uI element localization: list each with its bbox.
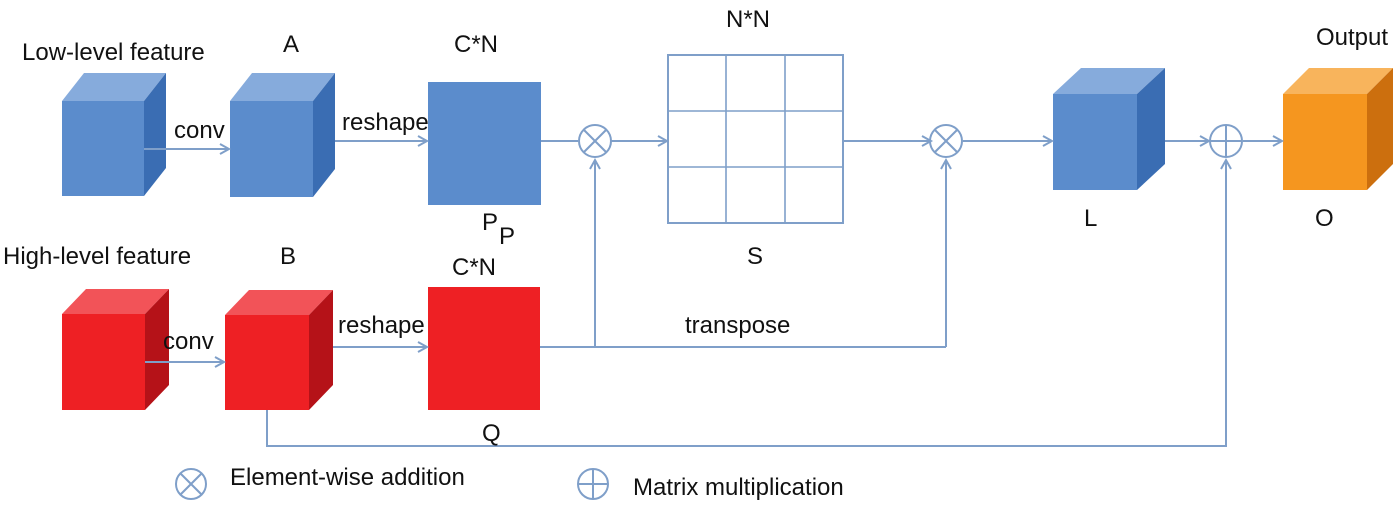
low-level-feature-cube <box>62 73 166 196</box>
oplus-legend-icon <box>577 468 609 500</box>
cube-output <box>1283 68 1393 190</box>
arrowhead <box>940 157 952 170</box>
grid-frame <box>667 54 844 224</box>
otimes-operator-2 <box>929 124 963 158</box>
label-b: B <box>280 243 296 270</box>
high-level-feature-label: High-level feature <box>3 243 191 270</box>
low-level-feature-label: Low-level feature <box>22 39 205 66</box>
cube-side <box>309 290 333 410</box>
cube-top <box>62 289 169 314</box>
otimes-legend-icon <box>175 468 207 500</box>
cube-b <box>225 290 333 410</box>
arrowhead <box>1272 135 1285 147</box>
label-reshape-bottom: reshape <box>338 312 425 339</box>
arrowhead <box>219 143 232 155</box>
cube-side <box>145 289 169 410</box>
cube-front <box>230 101 313 197</box>
high-level-feature-cube <box>62 289 169 410</box>
cube-top <box>1053 68 1165 94</box>
label-l: L <box>1084 205 1097 232</box>
cube-top <box>62 73 166 101</box>
cube-front <box>1053 94 1137 190</box>
cube-top <box>1283 68 1393 94</box>
cube-side <box>1137 68 1165 190</box>
cube-top <box>230 73 335 101</box>
matrix-q <box>428 287 540 410</box>
legend: Element-wise addition Matrix multiplicat… <box>175 464 844 501</box>
label-conv-bottom: conv <box>163 328 214 355</box>
label-p2: P <box>499 223 515 250</box>
legend-oplus-label: Matrix multiplication <box>633 474 844 501</box>
arrowhead <box>589 157 601 170</box>
label-o: O <box>1315 205 1334 232</box>
label-a: A <box>283 31 299 58</box>
label-conv-top: conv <box>174 117 225 144</box>
label-p1: P <box>482 209 498 236</box>
arrowhead <box>417 341 430 353</box>
arrowhead <box>1220 157 1232 170</box>
label-cn-bottom: C*N <box>452 254 496 281</box>
oplus-operator <box>1209 124 1243 158</box>
arrowhead <box>417 135 430 147</box>
label-cn-top: C*N <box>454 31 498 58</box>
cube-front <box>62 314 145 410</box>
line-b-residual <box>266 161 1227 447</box>
arrowhead <box>657 135 670 147</box>
flow-lines <box>144 135 1285 447</box>
cube-side <box>1367 68 1393 190</box>
arrowhead <box>1042 135 1055 147</box>
cube-front <box>225 315 309 410</box>
cube-front <box>62 101 144 196</box>
cube-side <box>144 73 166 196</box>
otimes-operator-1 <box>578 124 612 158</box>
label-output: Output <box>1316 24 1388 51</box>
legend-otimes-label: Element-wise addition <box>230 464 465 491</box>
cube-top <box>225 290 333 315</box>
label-q: Q <box>482 420 501 447</box>
label-reshape-top: reshape <box>342 109 429 136</box>
label-nn: N*N <box>726 6 770 33</box>
cube-l <box>1053 68 1165 190</box>
label-transpose: transpose <box>685 312 790 339</box>
cube-side <box>313 73 335 197</box>
arrowhead <box>214 356 227 368</box>
attention-matrix-s <box>667 54 844 224</box>
cube-a <box>230 73 335 197</box>
cube-front <box>1283 94 1367 190</box>
matrix-p <box>428 82 541 205</box>
label-s: S <box>747 243 763 270</box>
